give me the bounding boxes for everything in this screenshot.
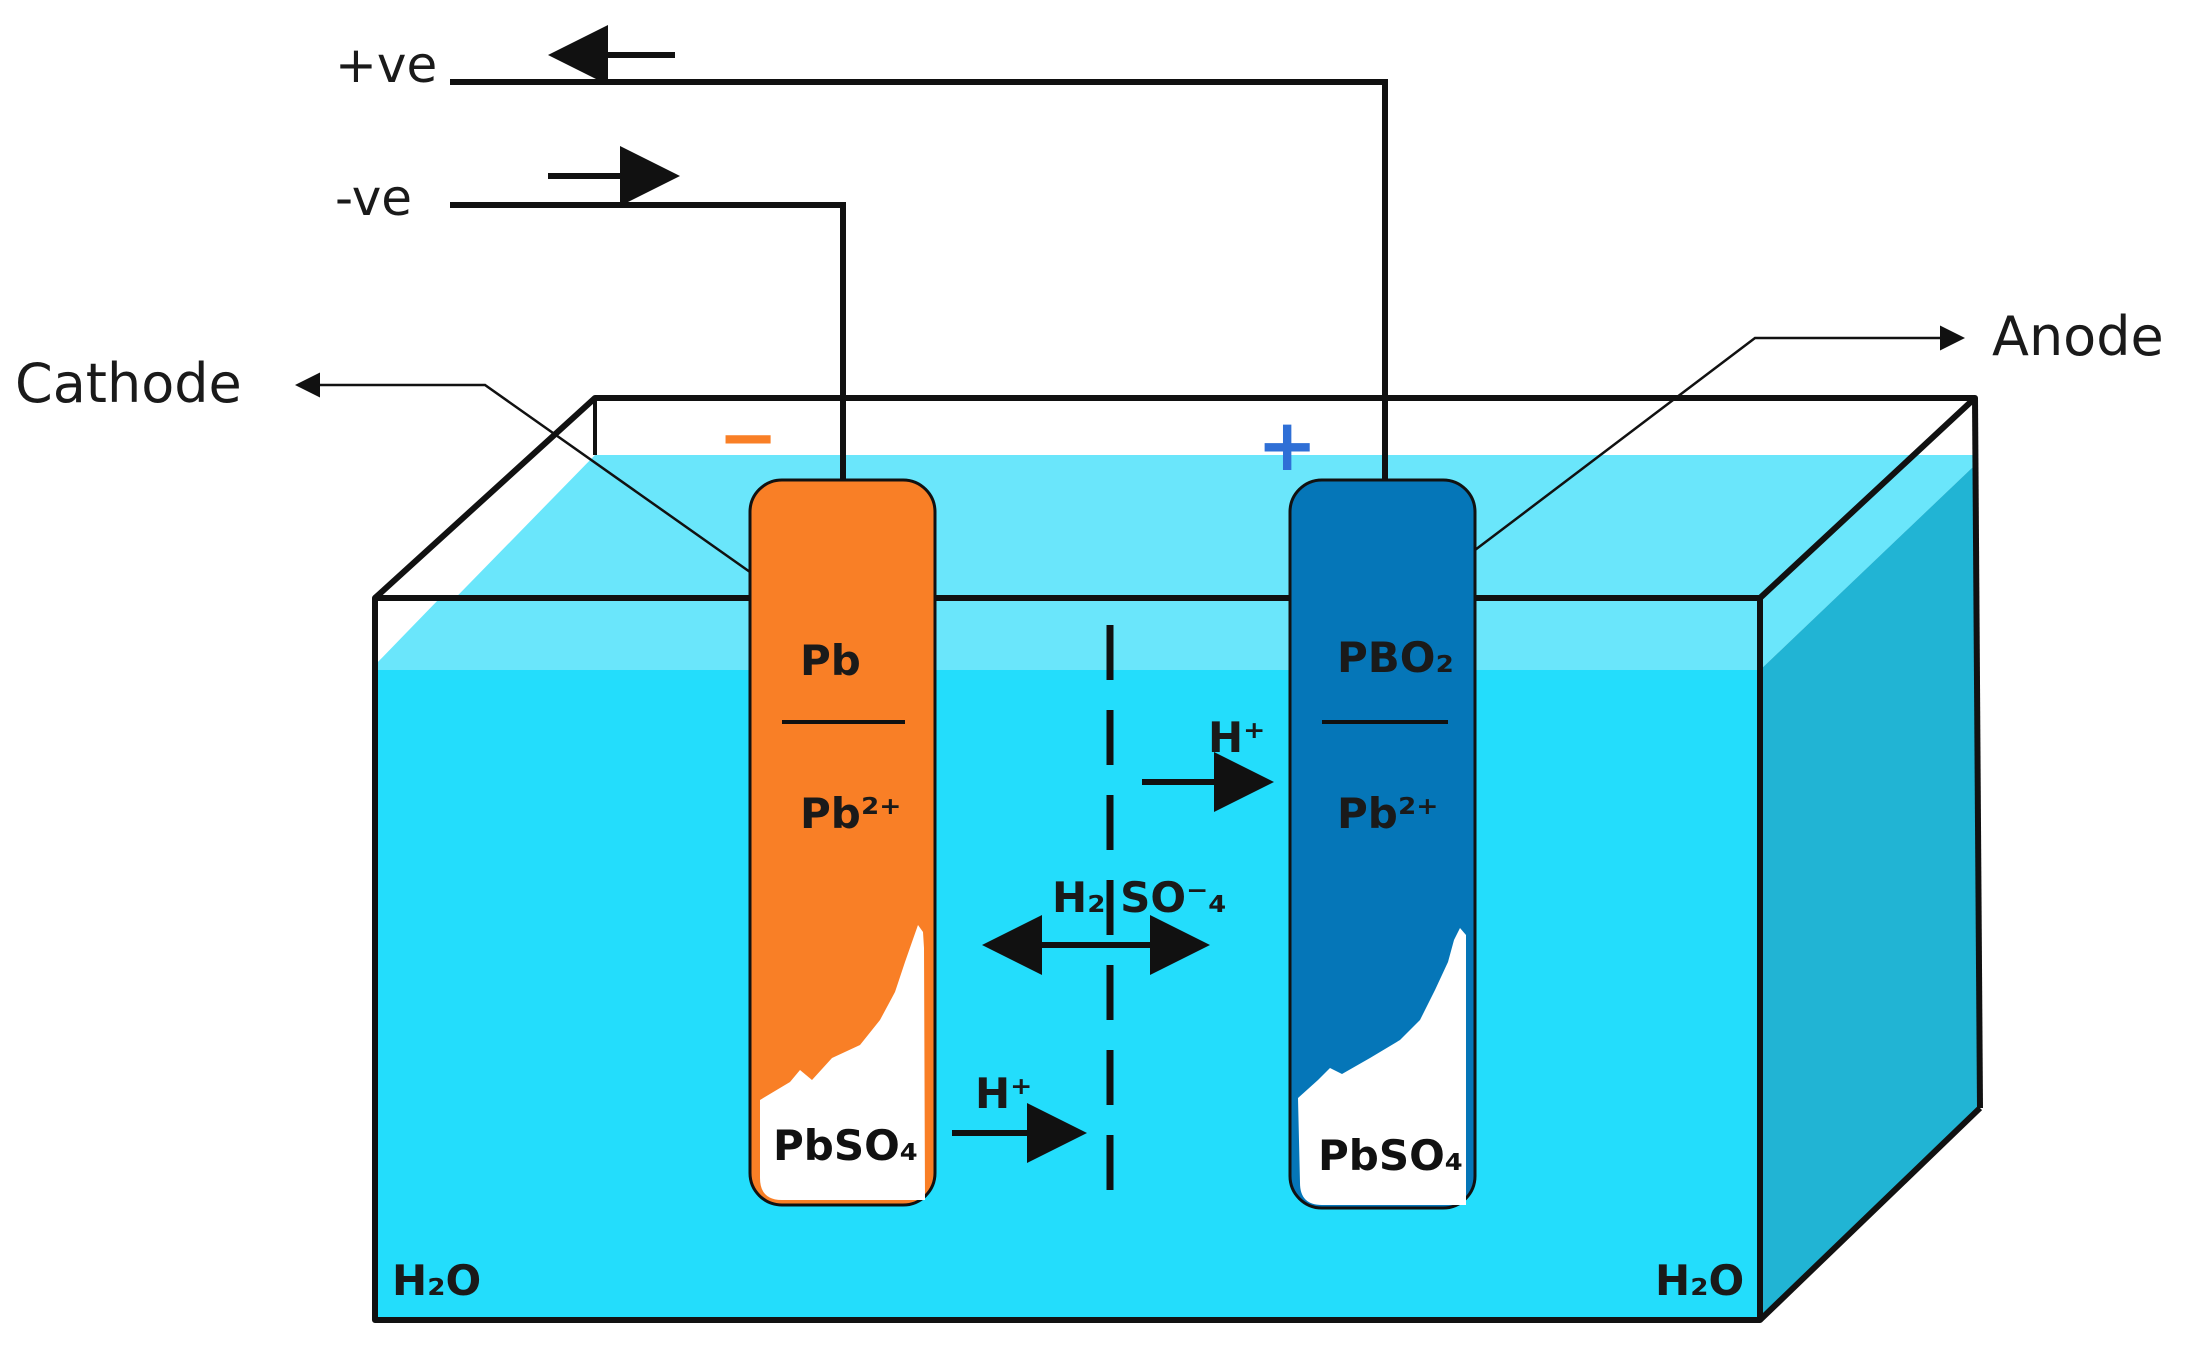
cathode-sign: − xyxy=(718,395,778,479)
acid-label: H₂ SO⁻₄ xyxy=(1052,873,1227,922)
electrolyte-tank xyxy=(372,395,1983,1323)
tank-outline xyxy=(372,395,1983,1323)
svg-text:Pb: Pb xyxy=(800,636,861,685)
anode-sign: + xyxy=(1257,403,1317,487)
anode-label: Anode xyxy=(1992,305,2164,368)
cathode-electrode: Pb Pb²⁺ PbSO₄ xyxy=(748,478,937,1207)
negative-wire xyxy=(450,202,846,482)
svg-text:Pb²⁺: Pb²⁺ xyxy=(800,789,901,838)
solvent-label-right: H₂O xyxy=(1655,1256,1744,1305)
svg-text:PBO₂: PBO₂ xyxy=(1337,633,1454,682)
svg-text:Pb²⁺: Pb²⁺ xyxy=(1337,789,1438,838)
cathode-leader xyxy=(295,372,751,574)
cathode-label: Cathode xyxy=(15,352,242,415)
anode-leader xyxy=(1474,325,1965,551)
cathode-deposit-shape xyxy=(760,925,925,1200)
upper-ion-label: H⁺ xyxy=(1208,713,1265,762)
svg-text:PbSO₄: PbSO₄ xyxy=(1318,1131,1463,1180)
solvent-label-left: H₂O xyxy=(392,1256,481,1305)
positive-terminal-label: +ve xyxy=(335,36,437,94)
circuit-wires xyxy=(450,79,1388,482)
liquid-side xyxy=(1760,465,1980,1320)
negative-terminal-label: -ve xyxy=(335,169,412,227)
anode-electrode: PBO₂ Pb²⁺ PbSO₄ xyxy=(1288,478,1477,1210)
svg-text:PbSO₄: PbSO₄ xyxy=(773,1121,918,1170)
lower-ion-label: H⁺ xyxy=(975,1069,1032,1118)
liquid-front xyxy=(375,670,1760,1320)
positive-wire xyxy=(450,79,1388,482)
anode-deposit-shape xyxy=(1298,928,1466,1205)
